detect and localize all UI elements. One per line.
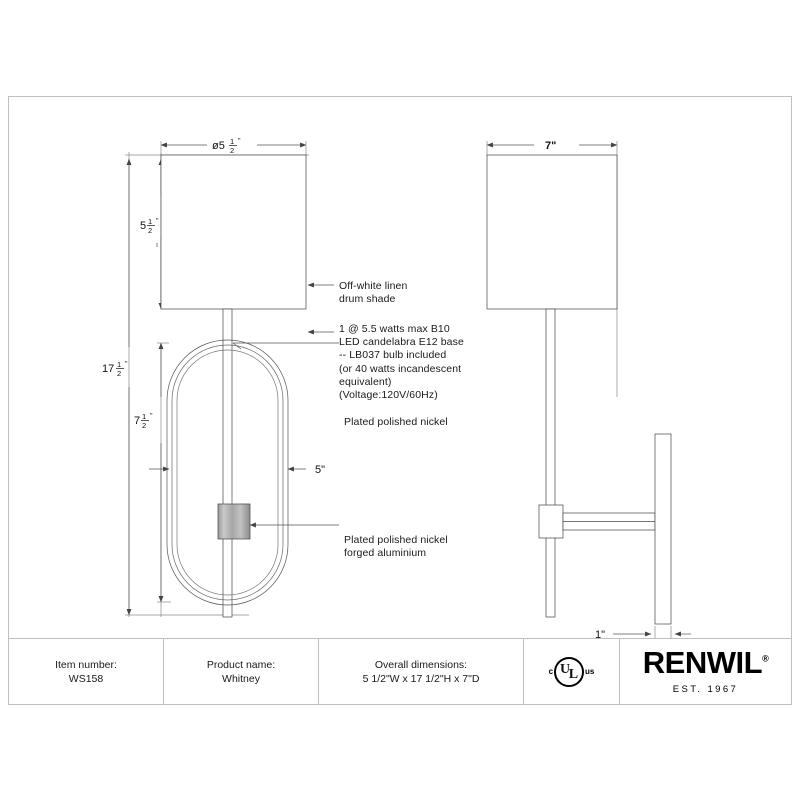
front-view-geometry (125, 141, 309, 618)
dim-overall-height: 17 (102, 363, 114, 375)
drawing-svg: ø5 1 2 " 5 1 2 " 17 1 2 " 7 1 (102, 137, 691, 640)
drawing-sheet: ø5 1 2 " 5 1 2 " 17 1 2 " 7 1 (8, 96, 792, 705)
ul-us-label: us (585, 666, 595, 676)
info-cell-certification: c U L us (524, 639, 620, 704)
svg-text:": " (238, 138, 241, 145)
dim-shade-height-num: 1 (148, 217, 152, 226)
overall-dimensions-value: 5 1/2"W x 17 1/2"H x 7"D (362, 672, 480, 685)
dim-oval-width: 5" (315, 464, 325, 476)
dim-oval-height: 7 (134, 415, 140, 427)
ul-certification-icon: c U L us (548, 656, 595, 687)
dim-oval-height-den: 2 (142, 421, 146, 430)
item-number-value: WS158 (68, 672, 104, 685)
technical-drawing-area: ø5 1 2 " 5 1 2 " 17 1 2 " 7 1 (9, 97, 793, 640)
svg-text:": " (125, 361, 128, 368)
registered-trademark-icon: ® (762, 653, 769, 664)
dim-overall-height-den: 2 (117, 369, 121, 378)
ul-c-label: c (548, 666, 554, 676)
dim-side-depth: 7" (545, 140, 556, 152)
info-cell-brand: RENWIL® EST. 1967 (620, 639, 791, 704)
dim-oval-height-num: 1 (142, 412, 146, 421)
annotation-shade: Off-white linen drum shade (339, 280, 408, 306)
dim-shade-diameter-num: 1 (230, 137, 234, 146)
dimension-texts: ø5 1 2 " 5 1 2 " 17 1 2 " 7 1 (102, 137, 605, 640)
center-ornament (217, 503, 251, 540)
svg-text:": " (156, 218, 159, 225)
overall-dimensions-label: Overall dimensions: (374, 658, 468, 671)
brand-wordmark: RENWIL® (642, 644, 769, 680)
dim-shade-height-den: 2 (148, 226, 152, 235)
dim-shade-height: 5 (140, 220, 146, 232)
annotation-forged-aluminium: Plated polished nickel forged aluminium (344, 534, 448, 560)
ul-u-glyph: U (560, 661, 571, 677)
dim-backplate-depth: 1" (595, 629, 605, 640)
info-bar: Item number: WS158 Product name: Whitney… (8, 638, 792, 705)
product-name-label: Product name: (206, 658, 276, 671)
info-cell-item-number: Item number: WS158 (9, 639, 164, 704)
item-number-label: Item number: (55, 658, 117, 671)
ul-circle-icon: U L (554, 656, 585, 687)
annotation-bulb: 1 @ 5.5 watts max B10 LED candelabra E12… (339, 323, 464, 402)
ul-l-glyph: L (568, 666, 579, 682)
svg-text:": " (150, 413, 153, 420)
brand-text: RENWIL (642, 644, 763, 680)
dim-shade-diameter: ø5 (212, 140, 225, 152)
renwil-logo: RENWIL® EST. 1967 (642, 644, 769, 697)
leader-lines (232, 282, 339, 528)
side-view-geometry (486, 141, 691, 640)
info-cell-dimensions: Overall dimensions: 5 1/2"W x 17 1/2"H x… (319, 639, 524, 704)
dim-overall-height-num: 1 (117, 360, 121, 369)
info-cell-product-name: Product name: Whitney (164, 639, 319, 704)
brand-established: EST. 1967 (672, 683, 739, 695)
annotation-nickel: Plated polished nickel (344, 416, 448, 428)
dim-shade-diameter-den: 2 (230, 146, 234, 155)
product-name-value: Whitney (222, 672, 260, 685)
